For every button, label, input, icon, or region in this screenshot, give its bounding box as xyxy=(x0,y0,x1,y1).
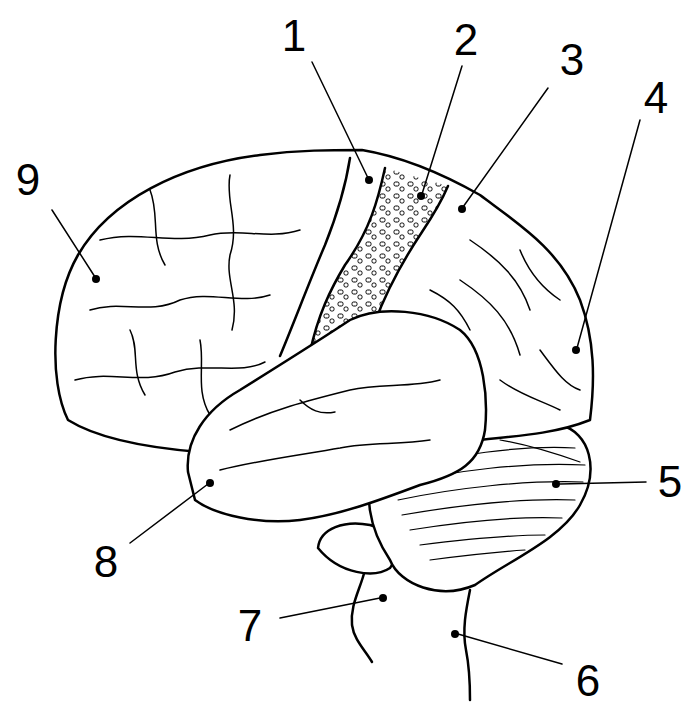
callout-number: 8 xyxy=(92,540,120,584)
callout-number: 7 xyxy=(236,604,264,648)
callout-number: 2 xyxy=(452,18,480,62)
callout-number: 6 xyxy=(574,659,602,703)
callout-number: 3 xyxy=(558,38,586,82)
callout-number: 4 xyxy=(642,76,670,120)
callout-number: 1 xyxy=(280,14,308,58)
callout-number: 9 xyxy=(14,158,42,202)
callout-number: 5 xyxy=(656,460,684,504)
